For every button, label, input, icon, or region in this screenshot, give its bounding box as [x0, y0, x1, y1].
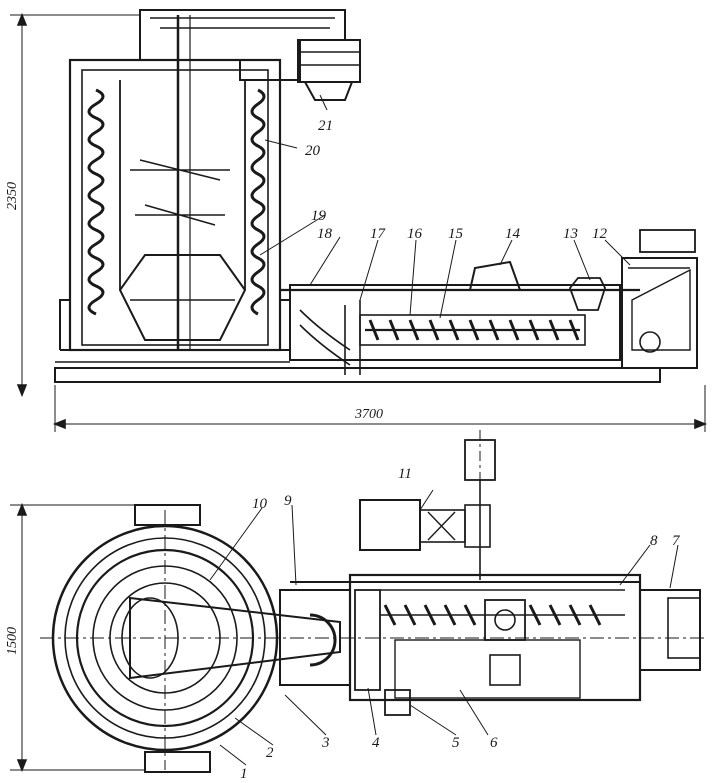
- callout-12: 12: [592, 226, 608, 242]
- callout-11: 11: [398, 466, 412, 482]
- callout-14: 14: [505, 226, 521, 242]
- callout-labels: 21 20 19 18 17 16 15 14 13 12 11 10 9 8 …: [240, 118, 681, 782]
- plan-view: [10, 430, 705, 773]
- leader-lines: [209, 94, 679, 766]
- callout-15: 15: [448, 226, 464, 242]
- callout-2: 2: [266, 745, 274, 761]
- side-elevation: [10, 9, 708, 432]
- callout-9: 9: [284, 493, 292, 509]
- callout-20: 20: [305, 143, 321, 159]
- callout-17: 17: [370, 226, 387, 242]
- callout-21: 21: [318, 118, 333, 134]
- callout-3: 3: [321, 735, 330, 751]
- dimension-height: 2350: [5, 182, 20, 210]
- callout-13: 13: [563, 226, 578, 242]
- callout-6: 6: [490, 735, 498, 751]
- callout-5: 5: [452, 735, 460, 751]
- callout-16: 16: [407, 226, 423, 242]
- dimension-labels: 3700 2350 1500: [5, 182, 383, 655]
- callout-19: 19: [311, 208, 327, 224]
- callout-1: 1: [240, 766, 248, 782]
- callout-7: 7: [672, 533, 681, 549]
- dimension-overall-length: 3700: [354, 407, 383, 422]
- callout-18: 18: [317, 226, 333, 242]
- callout-8: 8: [650, 533, 658, 549]
- callout-4: 4: [372, 735, 380, 751]
- callout-10: 10: [252, 496, 268, 512]
- dimension-width: 1500: [5, 627, 20, 655]
